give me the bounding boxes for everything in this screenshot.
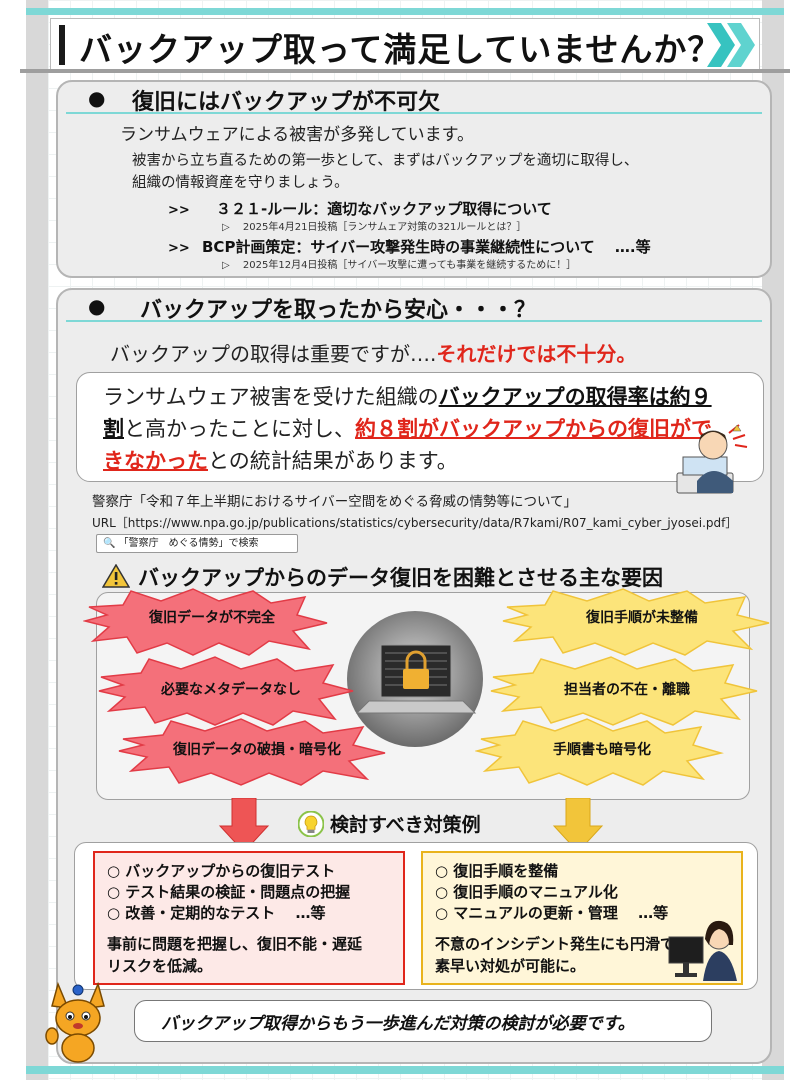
section-lead: ランサムウェアによる被害が多発しています。 xyxy=(120,125,474,145)
red-burst-shape xyxy=(98,656,354,726)
factor-corrupted-data: 復旧データの破損・暗号化 xyxy=(173,742,341,758)
section-lead: バックアップの取得は重要ですが….それだけでは不十分。 xyxy=(110,338,636,367)
factors-heading-text: バックアップからのデータ復旧を困難とさせる主な要因 xyxy=(138,566,663,590)
yellow-burst-shape xyxy=(490,656,758,726)
search-hint-text: 「警察庁 めぐる情勢」で検索 xyxy=(118,538,259,549)
stat-part: と高かったことに対し、 xyxy=(124,417,355,441)
factor-missing-metadata: 必要なメタデータなし xyxy=(161,682,301,698)
measures-testing-list: ○ バックアップからの復旧テスト ○ テスト結果の検証・問題点の把握 ○ 改善・… xyxy=(107,861,350,924)
note-line: 事前に問題を把握し、復旧不能・遅延 xyxy=(107,935,363,953)
factor-no-procedure: 復旧手順が未整備 xyxy=(586,610,698,626)
article-link-bcp[interactable]: >> BCP計画策定：サイバー攻撃発生時の事業継続性について ….等 xyxy=(168,236,651,257)
bottom-accent-bar xyxy=(26,1066,784,1074)
factors-heading: バックアップからのデータ復旧を困難とさせる主な要因 xyxy=(102,562,663,592)
link-subtext: 2025年4月21日投稿［ランサムェア対策の321ルールとは？］ xyxy=(242,222,527,233)
article-link-date: ▷ 2025年12月4日投稿［サイバー攻撃に遭っても事業を継続するために！］ xyxy=(222,256,576,271)
section-backup-not-enough: ● バックアップを取ったから安心・・・？ バックアップの取得は重要ですが….それ… xyxy=(45,288,772,1064)
red-burst-shape xyxy=(118,718,386,786)
office-worker-illustration xyxy=(668,920,737,981)
link-text: BCP計画策定：サイバー攻撃発生時の事業継続性について ….等 xyxy=(202,238,651,256)
list-item: ○ マニュアルの更新・管理 …等 xyxy=(435,904,669,922)
link-marker: >> xyxy=(168,241,190,256)
stat-part: との統計結果があります。 xyxy=(208,449,458,473)
page-frame-left xyxy=(26,0,48,1080)
measures-testing-note: 事前に問題を把握し、復旧不能・遅延 リスクを低減。 xyxy=(107,933,362,977)
source-citation: 警察庁「令和７年上半期におけるサイバー空間をめぐる脅威の情勢等について」 xyxy=(92,494,578,510)
note-line: 不意のインシデント発生にも円滑で xyxy=(435,935,676,953)
page-title: バックアップ取って満足していませんか？ xyxy=(79,30,722,69)
list-item: ○ 復旧手順のマニュアル化 xyxy=(435,883,618,901)
factor-incomplete-data: 復旧データが不完全 xyxy=(149,610,275,626)
mascot-illustration xyxy=(45,981,105,1063)
factor-staff-absence: 担当者の不在・離職 xyxy=(564,682,690,698)
stat-bold: バックアップの取得率は約９割 xyxy=(103,385,712,441)
list-item: ○ 復旧手順を整備 xyxy=(435,862,559,880)
title-underline xyxy=(20,69,790,73)
section-header: ● 復旧にはバックアップが不可欠 xyxy=(66,82,762,115)
bullet-icon: ● xyxy=(88,294,106,318)
locked-laptop-illustration xyxy=(347,611,483,747)
yellow-burst-shape xyxy=(475,718,724,786)
measures-procedure-list: ○ 復旧手順を整備 ○ 復旧手順のマニュアル化 ○ マニュアルの更新・管理 …等 xyxy=(435,861,668,924)
lead-normal: バックアップの取得は重要ですが…. xyxy=(110,342,437,366)
red-burst-shape xyxy=(83,588,328,656)
top-accent-bar xyxy=(26,8,784,15)
section-heading: 復旧にはバックアップが不可欠 xyxy=(132,90,441,115)
statistics-text: ランサムウェア被害を受けた組織のバックアップの取得率は約９割と高かったことに対し… xyxy=(103,381,723,477)
section-backup-essential: ● 復旧にはバックアップが不可欠 ランサムウェアによる被害が多発しています。 被… xyxy=(56,80,772,278)
link-text: ３２１-ルール：適切なバックアップ取得について xyxy=(216,200,552,218)
stat-red: 約８割がバックアップからの復旧ができなかった xyxy=(103,417,712,473)
worried-person-illustration xyxy=(676,424,748,494)
list-item: ○ 改善・定期的なテスト …等 xyxy=(107,904,326,922)
arrow-down-yellow-icon xyxy=(552,798,604,853)
search-hint-chip[interactable]: 🔍 「警察庁 めぐる情勢」で検索 xyxy=(96,534,298,553)
measures-heading-text: 検討すべき対策例 xyxy=(330,814,481,836)
statistics-callout: ランサムウェア被害を受けた組織のバックアップの取得率は約９割と高かったことに対し… xyxy=(76,372,764,494)
sub-marker: ▷ xyxy=(222,260,230,271)
bullet-icon: ● xyxy=(88,86,106,110)
link-marker: >> xyxy=(168,203,190,218)
lead-emphasis: それだけでは不十分。 xyxy=(436,342,637,366)
section-header: ● バックアップを取ったから安心・・・？ xyxy=(66,290,762,323)
measures-procedure-note: 不意のインシデント発生にも円滑で 素早い対処が可能に。 xyxy=(435,933,675,977)
note-line: 素早い対処が可能に。 xyxy=(435,957,586,975)
factor-manual-encrypted: 手順書も暗号化 xyxy=(553,742,651,758)
measures-testing-box: ○ バックアップからの復旧テスト ○ テスト結果の検証・問題点の把握 ○ 改善・… xyxy=(93,851,405,985)
article-link-date: ▷ 2025年4月21日投稿［ランサムェア対策の321ルールとは？］ xyxy=(222,218,526,233)
body-line: 被害から立ち直るための第一歩として、まずはバックアップを適切に取得し、 xyxy=(132,153,639,169)
body-line: 組織の情報資産を守りましょう。 xyxy=(132,175,349,191)
section-body: 被害から立ち直るための第一歩として、まずはバックアップを適切に取得し、 組織の情… xyxy=(132,150,638,194)
lightbulb-icon xyxy=(297,810,325,838)
title-banner: バックアップ取って満足していませんか？ xyxy=(50,18,760,70)
note-line: リスクを低減。 xyxy=(107,957,213,975)
link-subtext: 2025年12月4日投稿［サイバー攻撃に遭っても事業を継続するために！］ xyxy=(242,260,577,271)
measures-panel: ○ バックアップからの復旧テスト ○ テスト結果の検証・問題点の把握 ○ 改善・… xyxy=(74,842,758,990)
article-link-321-rule[interactable]: >> ３２１-ルール：適切なバックアップ取得について xyxy=(168,198,552,219)
yellow-burst-shape xyxy=(502,588,770,656)
stat-part: ランサムウェア被害を受けた組織の xyxy=(103,385,439,409)
conclusion-text: バックアップ取得からもう一歩進んだ対策の検討が必要です。 xyxy=(161,1014,635,1034)
warning-icon xyxy=(102,564,130,588)
search-icon: 🔍 xyxy=(103,538,116,549)
title-accent xyxy=(59,25,65,65)
measures-procedure-box: ○ 復旧手順を整備 ○ 復旧手順のマニュアル化 ○ マニュアルの更新・管理 …等… xyxy=(421,851,743,985)
list-item: ○ バックアップからの復旧テスト xyxy=(107,862,336,880)
factors-panel: 復旧データが不完全 必要なメタデータなし 復旧データの破損・暗号化 復旧手順が未… xyxy=(83,588,770,800)
section-heading: バックアップを取ったから安心・・・？ xyxy=(140,298,537,323)
measures-heading: 検討すべき対策例 xyxy=(297,810,481,838)
arrow-down-red-icon xyxy=(218,798,270,853)
sub-marker: ▷ xyxy=(222,222,230,233)
list-item: ○ テスト結果の検証・問題点の把握 xyxy=(107,883,351,901)
chevron-right-icon xyxy=(707,23,755,67)
source-url[interactable]: URL［https://www.npa.go.jp/publications/s… xyxy=(92,516,738,530)
conclusion-callout: バックアップ取得からもう一歩進んだ対策の検討が必要です。 xyxy=(134,1000,712,1042)
